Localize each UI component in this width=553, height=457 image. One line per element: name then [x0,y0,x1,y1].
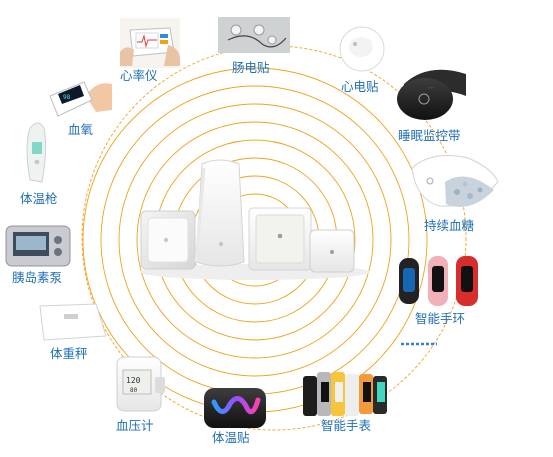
insulin-pump-icon [5,225,71,267]
device-orbit [81,45,467,431]
fitness-band-icon [399,256,478,306]
device-label-bp-monitor: 血压计 [116,418,154,433]
signal-ring [136,121,374,359]
svg-text:98: 98 [63,94,71,101]
device-label-smart-watch: 智能手表 [321,418,372,433]
device-label-scale: 体重秤 [50,346,88,361]
blood-pressure-monitor-icon: 120 80 [116,356,165,412]
device-label-ecg-patch: 心电贴 [341,79,379,94]
gateway-hub-icon [140,159,370,280]
device-label-insulin-pump: 胰岛素泵 [12,270,62,285]
signal-ring [118,103,392,377]
smartwatch-icon [303,372,387,416]
concentric-signal-rings [82,67,428,413]
temperature-patch-icon [204,388,266,428]
handheld-ecg-monitor-icon [120,18,181,68]
device-label-ecg-monitor: 心率仪 [120,68,158,83]
pulse-oximeter-icon: 98 [49,81,112,117]
device-label-temp-patch: 体温贴 [212,430,250,445]
thermometer-gun-icon [26,122,47,183]
device-label-thermometer: 体温枪 [20,191,58,206]
device-label-sleep-band: 睡眠监控带 [398,128,461,143]
glucose-sensor-icon [411,155,499,207]
device-label-smart-band: 智能手环 [415,311,465,326]
svg-text:◦◦◦: ◦◦◦ [428,85,435,90]
sleep-band-icon: ◦◦◦ [397,69,466,120]
svg-text:80: 80 [130,387,138,394]
electrode-patch-icon [218,17,290,53]
svg-text:120: 120 [126,376,141,385]
device-label-intestinal-patch: 肠电贴 [232,60,270,75]
device-label-cgm: 持续血糖 [424,218,475,233]
device-label-oximeter: 血氧 [68,122,94,137]
round-ecg-patch-icon [339,26,385,72]
body-scale-icon [39,303,107,341]
